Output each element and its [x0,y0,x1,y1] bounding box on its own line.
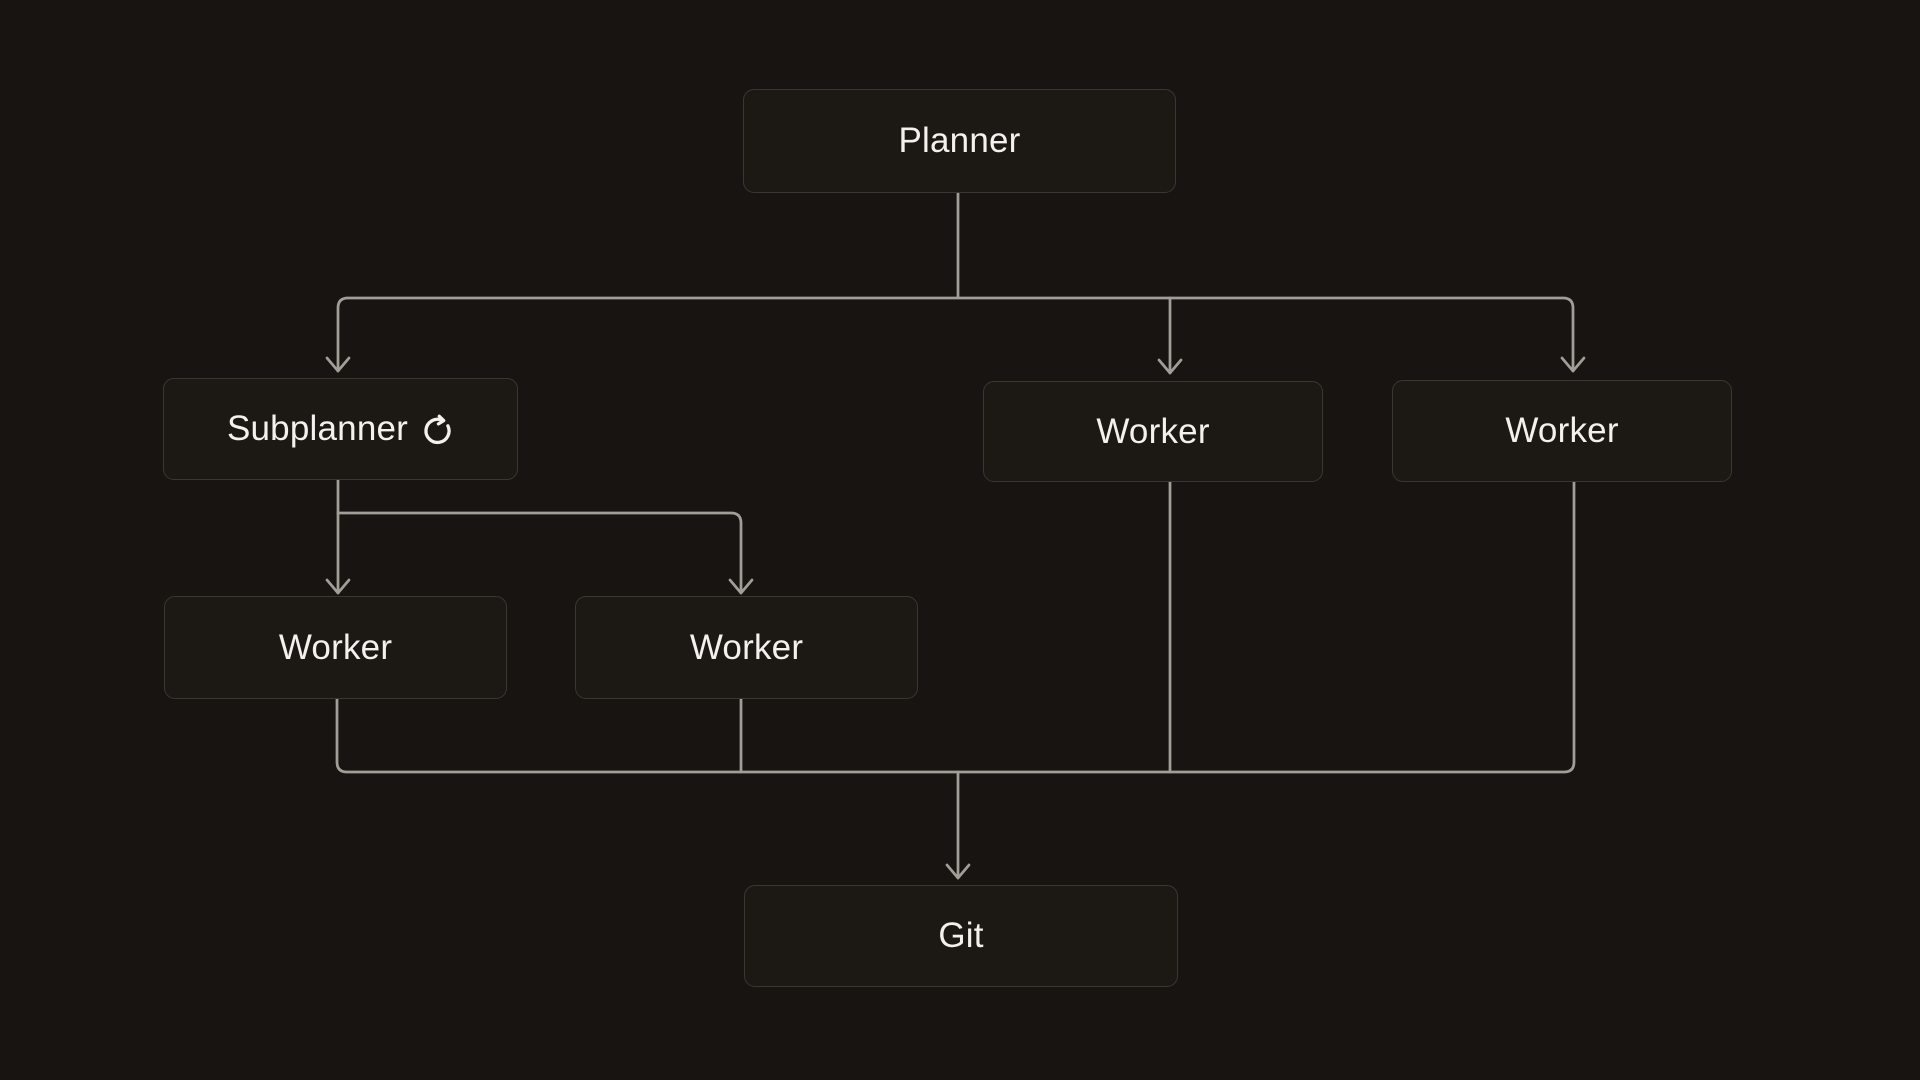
arrowhead-git [945,863,971,880]
node-subplanner-label: Subplanner [226,409,409,448]
node-worker-mid-label: Worker [1096,411,1210,451]
node-planner-label: Planner [898,121,1021,160]
edge-top-bus [336,296,1575,373]
arrowhead-worker-right [1560,356,1586,373]
arrowhead-worker-mid [1157,358,1183,375]
node-worker-sub2: Worker [575,596,918,699]
node-worker-sub1: Worker [164,596,507,699]
arrowhead-subplanner [325,356,351,373]
node-worker-right-label: Worker [1505,411,1619,450]
node-planner: Planner [743,89,1176,193]
refresh-icon [421,413,454,446]
edge-subplanner-worker-sub2 [336,511,743,595]
node-subplanner: Subplanner [163,378,518,480]
node-git: Git [744,885,1178,987]
arrowhead-worker-sub1 [325,578,351,595]
node-worker-right: Worker [1392,380,1732,482]
node-worker-mid: Worker [983,381,1323,482]
arrowhead-worker-sub2 [728,578,754,595]
edge-bottom-bus [335,480,1576,774]
node-worker-sub2-label: Worker [689,627,804,667]
node-git-label: Git [938,916,984,955]
node-worker-sub1-label: Worker [278,627,393,667]
